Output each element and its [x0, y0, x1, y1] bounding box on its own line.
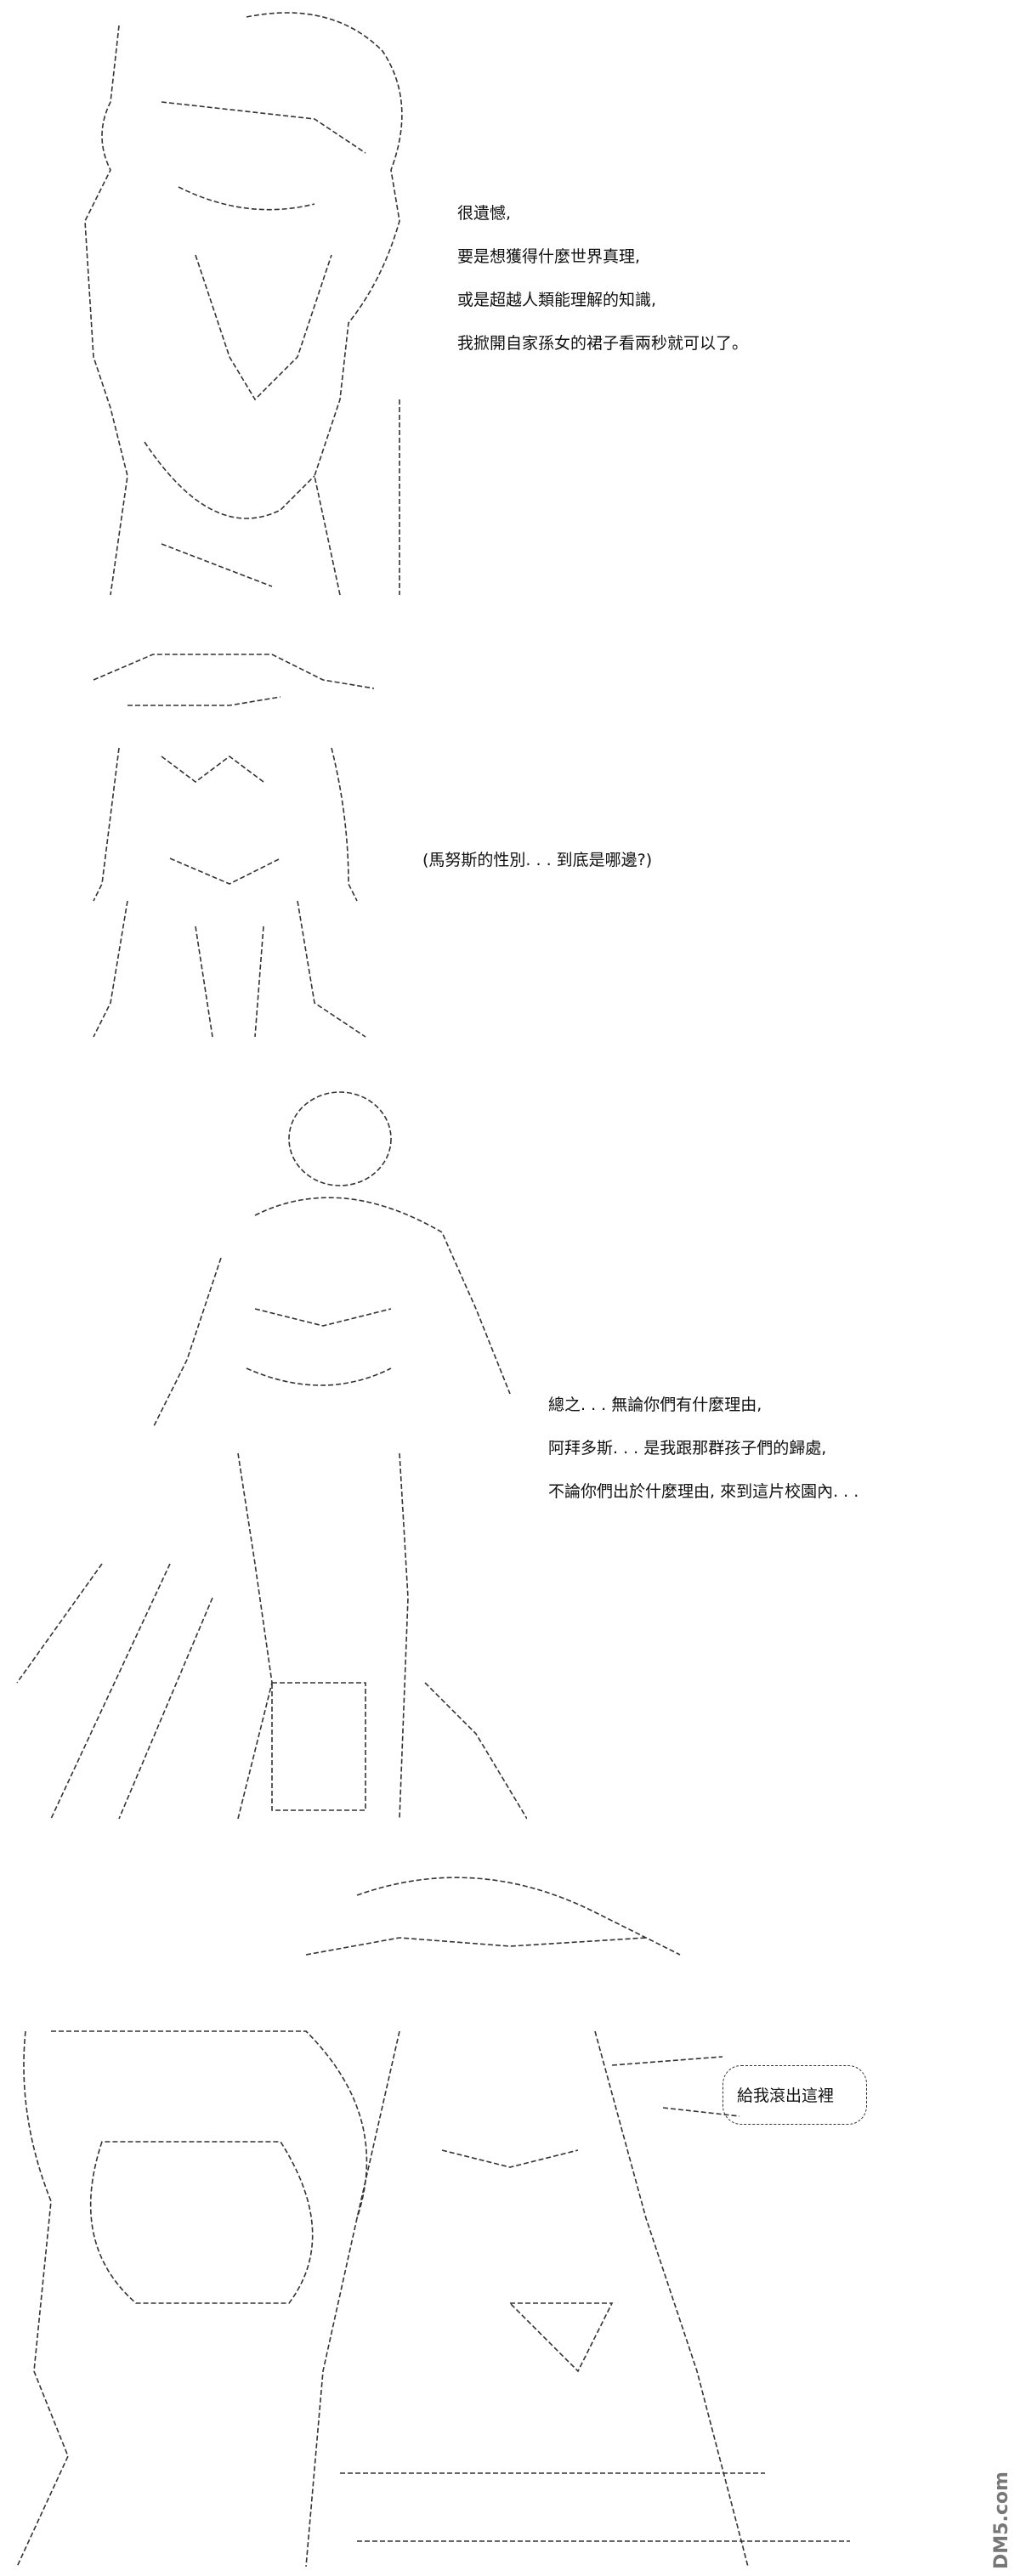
dialogue-panel-2: (馬努斯的性別. . . 到底是哪邊?): [422, 839, 652, 882]
dialogue-line: 總之. . . 無論你們有什麼理由,: [548, 1396, 762, 1414]
dialogue-line: (馬努斯的性別. . . 到底是哪邊?): [422, 851, 653, 869]
dialogue-line: 阿拜多斯. . . 是我跟那群孩子們的歸處,: [548, 1439, 827, 1458]
watermark-logo: DM5.com: [991, 2471, 1012, 2569]
speech-bubble: 給我滾出這裡: [722, 2065, 867, 2125]
speech-bubble-text: 給我滾出這裡: [737, 2086, 835, 2105]
dialogue-line: 我掀開自家孫女的裙子看兩秒就可以了。: [457, 334, 749, 353]
dialogue-line: 不論你們出於什麼理由, 來到這片校園內. . .: [548, 1482, 859, 1501]
dialogue-panel-3: 總之. . . 無論你們有什麼理由, 阿拜多斯. . . 是我跟那群孩子們的歸處…: [548, 1384, 858, 1514]
ascii-art-angry-character: [0, 1861, 944, 2573]
dialogue-panel-1: 很遺憾, 要是想獲得什麼世界真理, 或是超越人類能理解的知識, 我掀開自家孫女的…: [457, 192, 748, 365]
ascii-art-standing-character: [0, 1088, 528, 1827]
ascii-art-old-man: [60, 0, 416, 603]
dialogue-line: 很遺憾,: [457, 204, 512, 223]
dialogue-line: 或是超越人類能理解的知識,: [457, 291, 657, 309]
dialogue-line: 要是想獲得什麼世界真理,: [457, 247, 641, 266]
ascii-art-hooded-character: [76, 646, 382, 1045]
